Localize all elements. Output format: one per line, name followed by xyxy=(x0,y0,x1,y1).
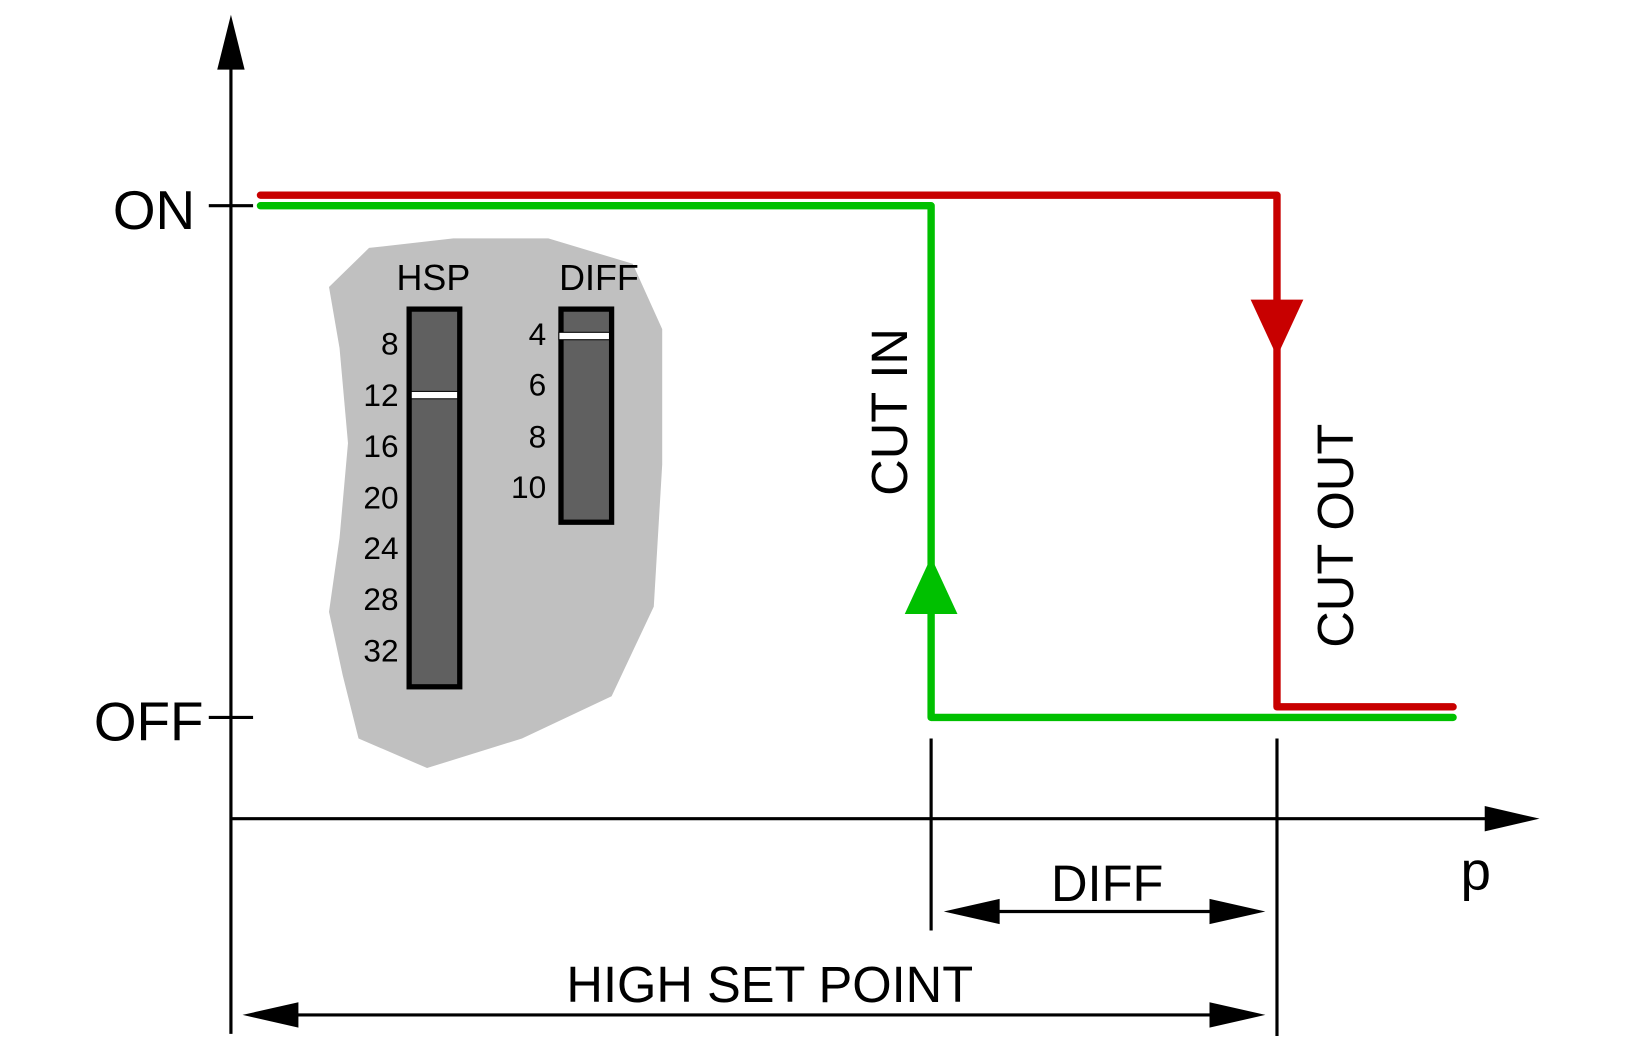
diff-title: DIFF xyxy=(559,258,639,298)
diff-arrow-left xyxy=(943,898,1000,925)
cut-in-label: CUT IN xyxy=(861,328,918,496)
cut-in-arrow xyxy=(904,557,958,615)
hsp-slider[interactable] xyxy=(406,306,463,690)
on-label: ON xyxy=(113,179,195,241)
hsp-title: HSP xyxy=(397,258,471,298)
diff-slider[interactable] xyxy=(558,306,615,525)
diff-tick: 10 xyxy=(511,469,546,505)
cut-out-curve xyxy=(256,191,1457,711)
diff-tick: 8 xyxy=(529,418,547,454)
hsp-tick: 32 xyxy=(363,632,398,668)
diff-tick: 4 xyxy=(529,316,547,352)
high-set-point-label: HIGH SET POINT xyxy=(566,956,973,1013)
cut-out-arrow xyxy=(1250,299,1304,357)
diff-dimension-label: DIFF xyxy=(1051,855,1163,912)
hsp-arrow-left xyxy=(242,1002,299,1028)
diff-slider-knob[interactable] xyxy=(558,331,611,341)
hsp-tick: 8 xyxy=(381,325,399,361)
diff-arrow-right xyxy=(1209,898,1266,925)
hsp-tick: 16 xyxy=(363,428,398,464)
hsp-tick: 24 xyxy=(363,530,398,566)
hsp-tick: 28 xyxy=(363,581,398,617)
hsp-slider-knob[interactable] xyxy=(410,390,459,400)
diff-tick: 6 xyxy=(529,367,547,403)
y-axis-arrow xyxy=(217,14,245,70)
x-axis-label: p xyxy=(1460,839,1490,901)
hsp-arrow-right xyxy=(1209,1002,1266,1028)
hsp-tick: 12 xyxy=(363,377,398,413)
cut-out-label: CUT OUT xyxy=(1307,424,1364,648)
cut-in-curve xyxy=(256,202,1457,722)
x-axis-arrow xyxy=(1484,806,1540,832)
hsp-ticks: 8 12 16 20 24 28 32 xyxy=(363,325,398,668)
off-label: OFF xyxy=(94,691,204,753)
diff-ticks: 4 6 8 10 xyxy=(511,316,546,505)
hsp-tick: 20 xyxy=(363,480,398,516)
